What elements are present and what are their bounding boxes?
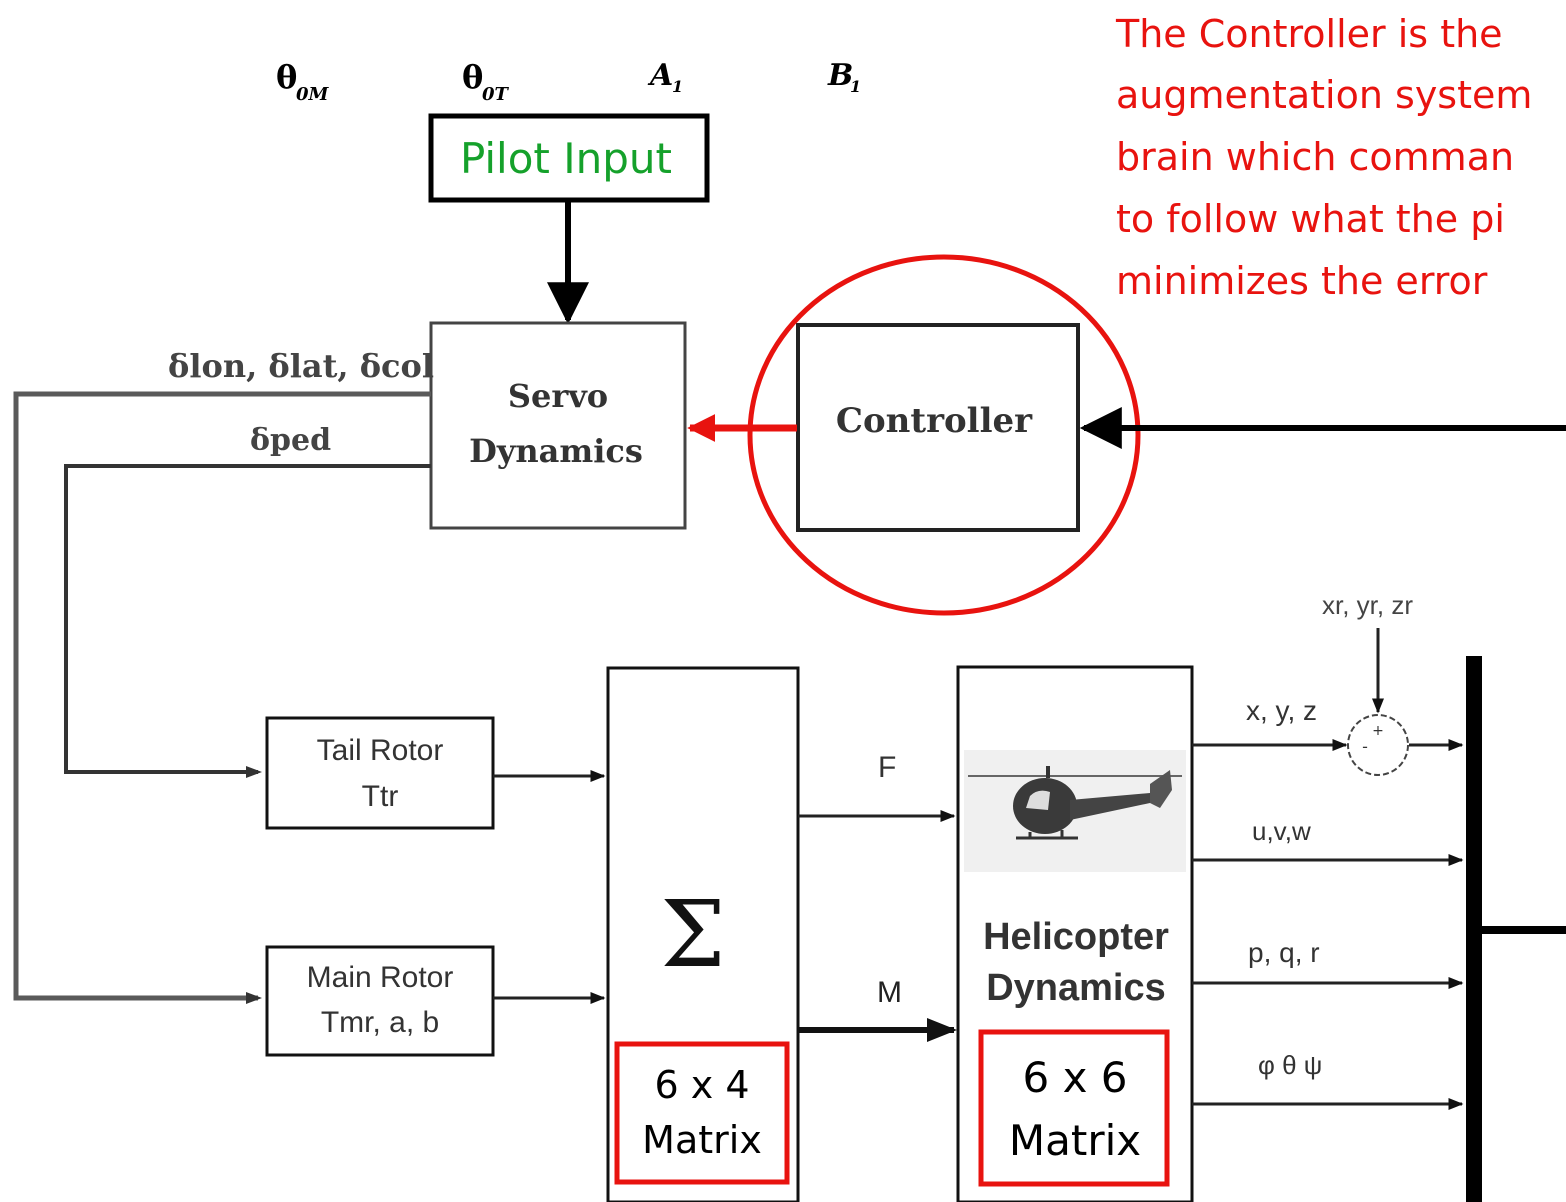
annotation-line-1: The Controller is the	[1115, 12, 1503, 56]
mux-bar	[1466, 656, 1482, 1202]
annotation-line-2: augmentation system	[1116, 73, 1532, 117]
a1-symbol: A	[647, 58, 673, 93]
helicopter-label-line2: Dynamics	[986, 967, 1166, 1009]
angles-label: φ θ ψ	[1258, 1050, 1322, 1080]
servo-output-lines: δlon, δlat, δcol δped	[16, 347, 434, 1004]
annotation-line-5: minimizes the error	[1116, 259, 1488, 303]
servo-label-line1: Servo	[508, 377, 608, 415]
main-rotor-block: Main Rotor Tmr, a, b	[267, 947, 493, 1055]
annotation-line-4: to follow what the pi	[1116, 197, 1505, 241]
junction-plus-sign: +	[1372, 723, 1384, 739]
controller-block: Controller	[798, 325, 1078, 530]
delta-lon-lat-col-label: δlon, δlat, δcol	[168, 347, 434, 385]
b1-subscript: 1	[850, 77, 861, 96]
a1-subscript: 1	[672, 77, 683, 96]
sum-matrix-line1: 6 x 4	[655, 1063, 750, 1107]
helicopter-label-line1: Helicopter	[983, 916, 1169, 958]
servo-label-line2: Dynamics	[469, 432, 643, 470]
pilot-input-block: Pilot Input	[431, 116, 707, 200]
sum-symbol: Σ	[660, 881, 725, 988]
pilot-input-label: Pilot Input	[460, 134, 672, 183]
annotation-line-3: brain which comman	[1116, 135, 1514, 179]
sum-block: Σ 6 x 4 Matrix	[608, 668, 798, 1202]
velocity-label: u,v,w	[1252, 816, 1311, 846]
controller-annotation: The Controller is the augmentation syste…	[1115, 12, 1532, 303]
delta-ped-label: δped	[250, 423, 331, 458]
sum-matrix-line2: Matrix	[642, 1118, 762, 1162]
servo-dynamics-block: Servo Dynamics	[431, 323, 685, 528]
force-label: F	[878, 751, 896, 784]
theta-m-subscript: 0M	[296, 84, 330, 105]
theta-m-symbol: θ	[276, 58, 297, 96]
controller-label: Controller	[836, 401, 1033, 441]
theta-t-symbol: θ	[462, 58, 483, 96]
theta-t-subscript: 0T	[482, 84, 510, 105]
main-rotor-label-line2: Tmr, a, b	[321, 1006, 439, 1039]
moment-label: M	[877, 976, 902, 1009]
helicopter-dynamics-block: Helicopter Dynamics 6 x 6 Matrix	[958, 667, 1192, 1202]
tail-rotor-label-line1: Tail Rotor	[317, 734, 444, 767]
rates-label: p, q, r	[1248, 937, 1320, 968]
helicopter-matrix-line1: 6 x 6	[1023, 1053, 1128, 1102]
output-signals: x, y, z + - xr, yr, zr u,v,w p, q, r φ θ…	[1192, 590, 1462, 1104]
helicopter-matrix-line2: Matrix	[1009, 1116, 1141, 1165]
tail-rotor-block: Tail Rotor Ttr	[267, 718, 493, 828]
tail-rotor-label-line2: Ttr	[362, 780, 399, 813]
junction-minus-sign: -	[1362, 737, 1368, 756]
main-rotor-label-line1: Main Rotor	[307, 961, 454, 994]
reference-label: xr, yr, zr	[1322, 590, 1413, 620]
position-label: x, y, z	[1246, 695, 1317, 726]
top-inputs: θ 0M θ 0T A 1 B 1	[276, 58, 861, 105]
